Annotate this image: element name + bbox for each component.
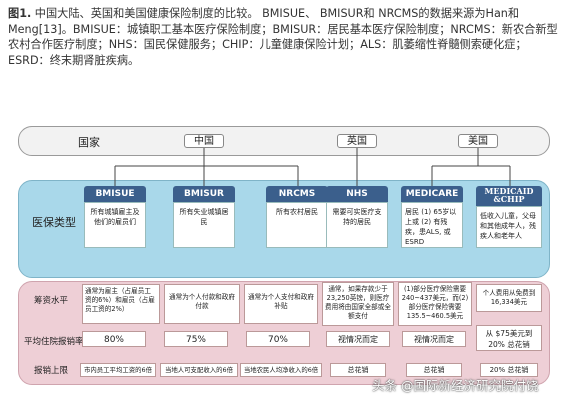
- type-description: 所有农村居民: [266, 202, 328, 248]
- type-description: 所有失业城镇居民: [173, 202, 235, 248]
- caption-text: 中国大陆、英国和美国健康保险制度的比较。 BMISUE、 BMISUR和 NRC…: [8, 7, 558, 67]
- premium-medicaid-chip: 个人费用从免费到 16,334美元: [476, 284, 542, 312]
- type-description: 低收入儿童，父母和其他成年人，残疾人和老年人: [476, 206, 542, 248]
- type-title: BMISUE: [84, 186, 146, 202]
- figure-label: 图1.: [8, 7, 32, 20]
- type-nrcms: NRCMS 所有农村居民: [266, 186, 328, 248]
- premium-nrcms: 通常为个人支付和政府补贴: [244, 284, 318, 324]
- row-label-country: 国家: [78, 136, 100, 149]
- country-china: 中国: [184, 134, 224, 148]
- reimburse-medicare: 视情况而定: [402, 331, 466, 347]
- cap-nhs: 总花销: [330, 363, 386, 377]
- premium-medicare: (1)部分医疗保险需要240~437美元，而(2)部分医疗保险需要135.5~4…: [398, 282, 472, 326]
- type-description: 需要可实医疗支持的居民: [326, 202, 388, 248]
- reimburse-bmisur: 75%: [164, 331, 228, 347]
- row-label-type: 医保类型: [32, 216, 76, 229]
- watermark-text: 头条 @国际新经济研究院付饶: [372, 378, 539, 393]
- type-medicare: MEDICARE 居民 (1) 65岁以上或 (2) 有残疾，患ALS, 或 E…: [401, 186, 463, 248]
- premium-bmisue: 通常为雇主（占雇员工资的6%）和雇员（占雇员工资的2%）: [82, 284, 160, 324]
- cap-bmisur: 当地人可支配收入的6倍: [160, 363, 238, 377]
- type-description: 居民 (1) 65岁以上或 (2) 有残疾，患ALS, 或 ESRD: [401, 202, 463, 248]
- cap-bmisue: 市内员工平均工资的6倍: [80, 363, 156, 377]
- type-bmisur: BMISUR 所有失业城镇居民: [173, 186, 235, 248]
- row-label-premium: 筹资水平: [34, 296, 69, 306]
- type-title: BMISUR: [173, 186, 235, 202]
- type-title: NHS: [326, 186, 388, 202]
- type-description: 所有城镇雇主及他们的雇员们: [84, 202, 146, 248]
- type-title: NRCMS: [266, 186, 328, 202]
- figure-caption: 图1. 中国大陆、英国和美国健康保险制度的比较。 BMISUE、 BMISUR和…: [8, 6, 560, 68]
- reimburse-medicaid-chip: 从 $75美元到20% 总花销: [476, 325, 542, 351]
- premium-bmisur: 通常为个人付款和政府付款: [164, 284, 240, 324]
- cap-medicare: 总花销: [406, 363, 462, 377]
- type-nhs: NHS 需要可实医疗支持的居民: [326, 186, 388, 248]
- type-title: MEDICARE: [401, 186, 463, 202]
- cap-medicaid-chip: 20% 总花销: [480, 363, 538, 377]
- type-medicaid-chip: MEDICAID &CHIP 低收入儿童，父母和其他成年人，残疾人和老年人: [476, 186, 542, 248]
- reimburse-nhs: 视情况而定: [326, 331, 390, 347]
- reimburse-bmisue: 80%: [82, 331, 146, 347]
- row-label-reimburse: 平均住院报销率: [24, 337, 84, 347]
- reimburse-nrcms: 70%: [246, 331, 310, 347]
- country-us: 美国: [458, 134, 498, 148]
- country-uk: 英国: [337, 134, 377, 148]
- type-bmisue: BMISUE 所有城镇雇主及他们的雇员们: [84, 186, 146, 248]
- cap-nrcms: 当地农民人均净收入的6倍: [240, 363, 322, 377]
- premium-nhs: 通常，如果存款少于23,250英镑，则医疗费用将由国家全部或全额支付: [322, 282, 394, 326]
- connector-lines: [114, 148, 511, 186]
- row-label-cap: 报销上限: [34, 366, 69, 376]
- type-title: MEDICAID &CHIP: [476, 186, 542, 206]
